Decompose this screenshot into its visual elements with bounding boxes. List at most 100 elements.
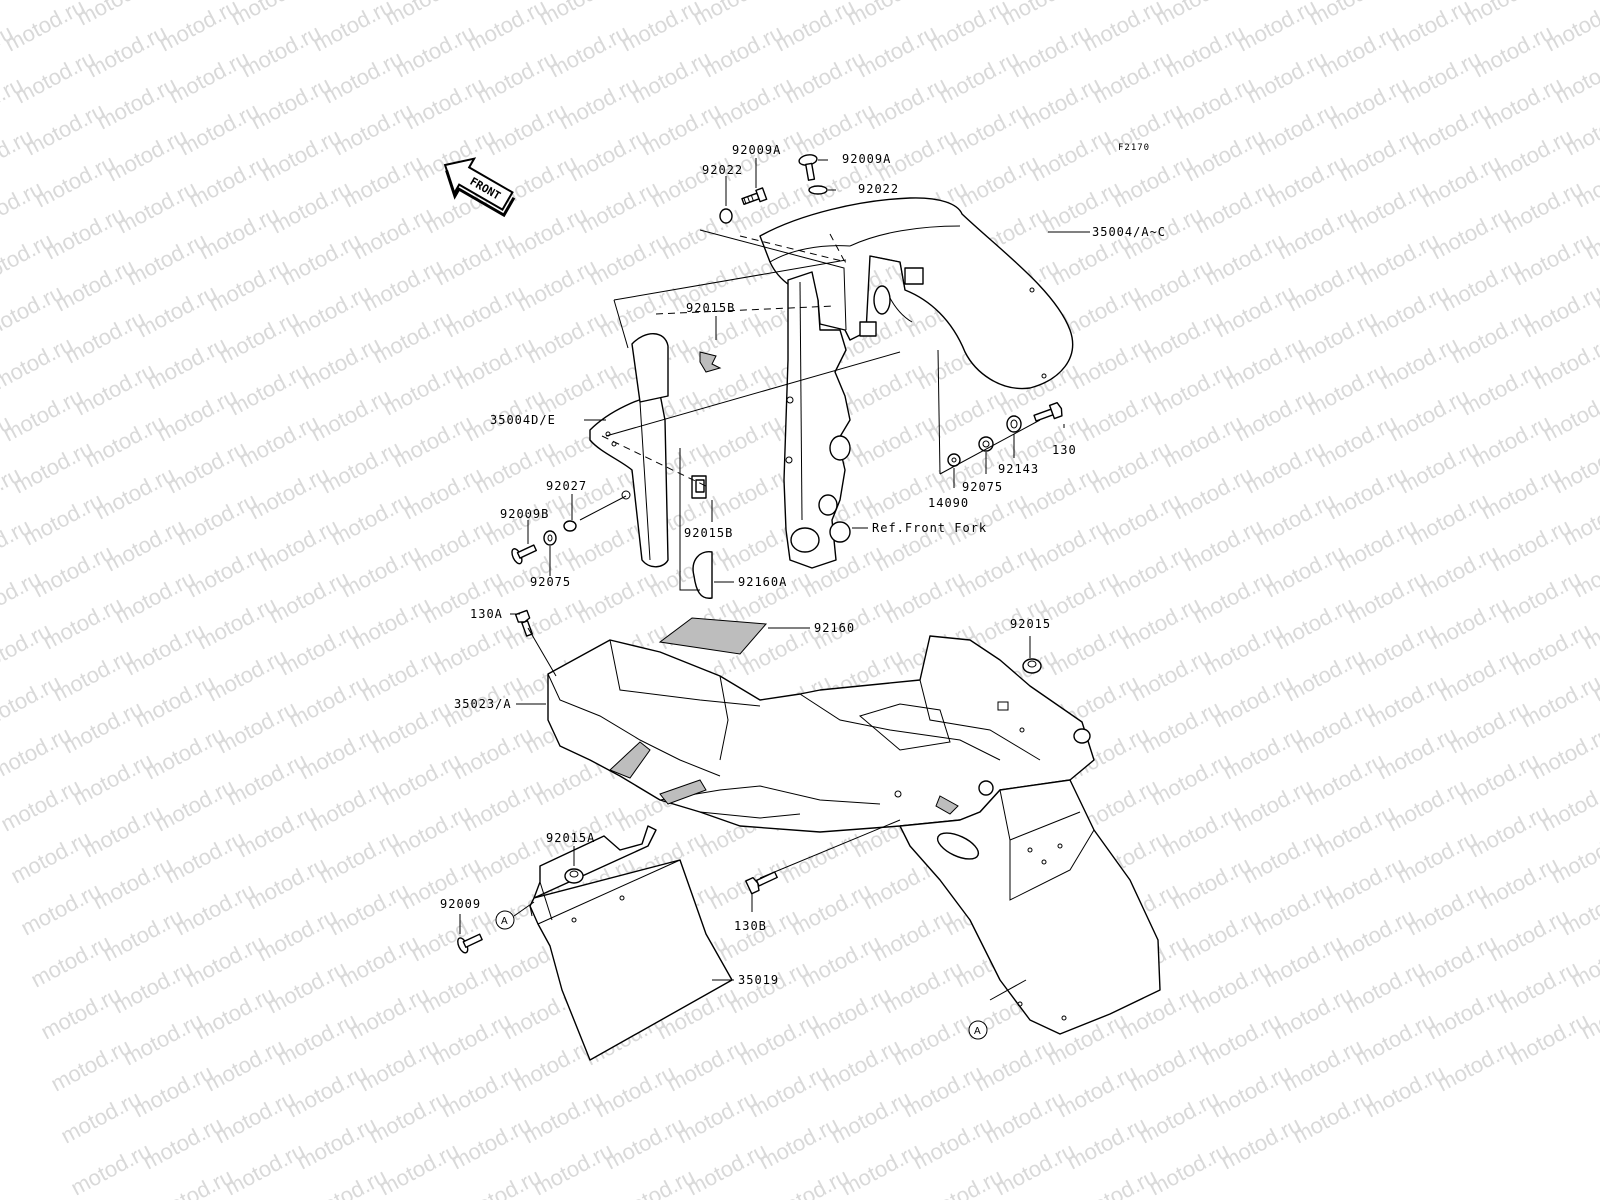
watermark-text: motod.ru [1433, 1034, 1521, 1097]
label-92009A-left: 92009A [732, 143, 781, 157]
watermark-text: motod.ru [1231, 384, 1319, 447]
watermark-text: motod.ru [329, 98, 417, 161]
watermark-text: motod.ru [57, 1086, 145, 1149]
watermark-text: motod.ru [955, 150, 1043, 213]
pad-92160A [692, 551, 713, 599]
label-92143: 92143 [998, 462, 1039, 476]
watermark-text: motod.ru [441, 280, 529, 343]
label-14090: 14090 [928, 496, 969, 510]
watermark-text: motod.ru [1341, 956, 1429, 1019]
watermark-text: motod.ru [1053, 1060, 1141, 1123]
watermark-text: motod.ru [357, 644, 445, 707]
watermark-text: motod.ru [555, 72, 643, 135]
watermark-text: motod.ru [647, 150, 735, 213]
watermark-text: motod.ru [141, 722, 229, 785]
label-130B: 130B [734, 919, 767, 933]
watermark-text: motod.ru [1149, 358, 1237, 421]
watermark-text: motod.ru [285, 670, 373, 733]
bolt-92009A-left [741, 187, 768, 205]
watermark-text: motod.ru [817, 1034, 905, 1097]
watermark-text: motod.ru [1171, 72, 1259, 135]
watermark-text: motod.ru [409, 514, 497, 577]
watermark-text: motod.ru [59, 696, 147, 759]
watermark-text: motod.ru [1539, 384, 1600, 447]
watermark-text: motod.ru [237, 20, 325, 83]
front-fork [783, 271, 851, 569]
watermark-text: motod.ru [407, 904, 495, 967]
watermark-text: motod.ru [1159, 410, 1247, 473]
reference-marker-right-text: A [974, 1026, 981, 1037]
watermark-text: motod.ru [699, 20, 787, 83]
watermark-text: motod.ru [575, 176, 663, 239]
washer-92022-left [719, 208, 733, 224]
watermark-text: motod.ru [709, 72, 797, 135]
watermark-text: motod.ru [1157, 800, 1245, 863]
part-labels: 92009A 92009A 92022 92022 35004/A~C 9201… [440, 143, 1165, 987]
watermark-text: motod.ru [861, 462, 949, 525]
watermark-text: motod.ru [325, 878, 413, 941]
watermark-text: motod.ru [257, 124, 345, 187]
watermark-text: motod.ru [1531, 0, 1600, 4]
watermark-text: motod.ru [1315, 20, 1403, 83]
watermark-text: motod.ru [1547, 826, 1600, 889]
watermark-text: motod.ru [327, 488, 415, 551]
watermark-text: motod.ru [1181, 124, 1269, 187]
watermark-text: motod.ru [637, 98, 725, 161]
watermark-text: motod.ru [899, 1060, 987, 1123]
watermark-text: motod.ru [139, 1112, 227, 1175]
watermark-text: motod.ru [287, 280, 375, 343]
watermark-text: motod.ru [1129, 254, 1217, 317]
inner-fender-35004D-E [589, 333, 669, 568]
grommet-92027 [563, 520, 577, 532]
nut-92015 [1022, 658, 1042, 674]
label-130: 130 [1052, 443, 1077, 457]
watermark-text: motod.ru [585, 228, 673, 291]
watermark-text: motod.ru [89, 852, 177, 915]
watermark-text: motod.ru [365, 1086, 453, 1149]
watermark-text: motod.ru [1487, 514, 1575, 577]
watermark-text: motod.ru [1469, 20, 1557, 83]
watermark-text: motod.ru [319, 46, 407, 109]
front-fender [759, 197, 1074, 390]
watermark-text: motod.ru [1251, 488, 1339, 551]
watermark-text: motod.ru [31, 150, 119, 213]
label-92009: 92009 [440, 897, 481, 911]
watermark-text: motod.ru [195, 202, 283, 265]
reference-marker-left-text: A [501, 916, 508, 927]
watermark-text: motod.ru [1475, 852, 1563, 915]
watermark-text: motod.ru [83, 20, 171, 83]
watermark-text: motod.ru [143, 332, 231, 395]
watermark-text: motod.ru [339, 150, 427, 213]
watermark-text: motod.ru [1191, 176, 1279, 239]
watermark-text: motod.ru [349, 202, 437, 265]
watermark-text: motod.ru [657, 202, 745, 265]
watermark-text: motod.ru [1437, 254, 1525, 317]
watermark-text: motod.ru [1499, 176, 1587, 239]
watermark-text: motod.ru [109, 956, 197, 1019]
watermark-text: motod.ru [39, 592, 127, 655]
watermark-text: motod.ru [513, 254, 601, 317]
watermark-text: motod.ru [673, 1086, 761, 1149]
watermark-text: motod.ru [545, 20, 633, 83]
watermark-text: motod.ru [0, 280, 67, 343]
watermark-text: motod.ru [1221, 332, 1309, 395]
watermark-text: motod.ru [183, 540, 271, 603]
watermark-text: motod.ru [1425, 592, 1513, 655]
watermark-text: motod.ru [273, 1008, 361, 1071]
front-direction-arrow: FRONT [443, 157, 516, 218]
watermark-text: motod.ru [201, 1034, 289, 1097]
watermark-text: motod.ru [869, 904, 957, 967]
watermark-text: motod.ru [1301, 748, 1389, 811]
watermark-text: motod.ru [19, 488, 107, 551]
label-35004D-E: 35004D/E [490, 413, 556, 427]
watermark-text: motod.ru [565, 124, 653, 187]
watermark-text: motod.ru [1397, 46, 1485, 109]
watermark-text: motod.ru [211, 1086, 299, 1149]
watermark-text: motod.ru [253, 904, 341, 967]
watermark-text: motod.ru [173, 488, 261, 551]
watermark-text: motod.ru [781, 46, 869, 109]
watermark-text: motod.ru [735, 1008, 823, 1071]
watermark-text: motod.ru [1273, 202, 1361, 265]
watermark-text: motod.ru [245, 462, 333, 525]
watermark-text: motod.ru [1405, 488, 1493, 551]
